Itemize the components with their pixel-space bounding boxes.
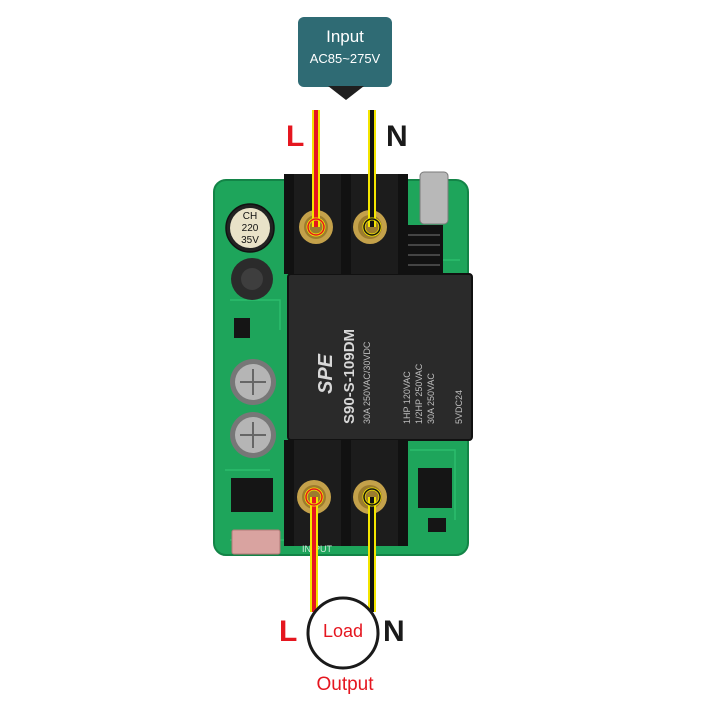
antenna-coil: [405, 225, 443, 275]
power-ic: [231, 478, 273, 512]
capacitor-label-3: 35V: [241, 235, 259, 246]
input-pointer-arrow: [328, 86, 364, 100]
input-neutral-wire: [362, 110, 382, 237]
input-live-wire: [306, 110, 326, 237]
input-voltage: AC85~275V: [309, 51, 381, 66]
ic-chip-right: [418, 468, 452, 508]
input-label-box: Input AC85~275V: [298, 17, 392, 87]
relay-spec-4: 5VDC24: [454, 390, 464, 424]
load-label: Load: [322, 621, 364, 641]
output-neutral-label: N: [383, 615, 405, 648]
input-terminal-block: [284, 174, 408, 274]
load-circle: [306, 596, 380, 670]
relay-spec-1: 1HP 120VAC: [402, 371, 412, 424]
small-part-right: [428, 518, 446, 532]
small-ic-left: [234, 318, 250, 338]
output-terminal-block: [284, 440, 408, 546]
filter-capacitor-1: [230, 359, 276, 405]
output-caption: Output: [316, 674, 374, 695]
relay-rating: 30A 250VAC/30VDC: [362, 341, 372, 424]
relay-spec-3: 30A 250VAC: [426, 373, 436, 424]
capacitor-label-1: CH: [243, 211, 257, 222]
electrolytic-capacitor: CH 220 35V: [225, 203, 275, 253]
capacitor-label-2: 220: [242, 223, 259, 234]
input-title: Input: [326, 27, 364, 46]
input-neutral-label: N: [386, 120, 408, 153]
relay-spec-2: 1/2HP 250VAC: [414, 363, 424, 424]
output-live-wire: [304, 487, 324, 612]
output-live-label: L: [279, 615, 298, 648]
crystal-can: [419, 171, 449, 225]
filter-capacitor-2: [230, 412, 276, 458]
inductor: [231, 258, 273, 300]
relay: SPE S90-S-109DM 30A 250VAC/30VDC 1HP 120…: [287, 273, 473, 441]
relay-model: S90-S-109DM: [341, 329, 358, 424]
fuse-component: [231, 529, 281, 555]
input-live-label: L: [286, 120, 305, 153]
output-neutral-wire: [362, 487, 382, 612]
relay-brand: SPE: [315, 353, 337, 394]
